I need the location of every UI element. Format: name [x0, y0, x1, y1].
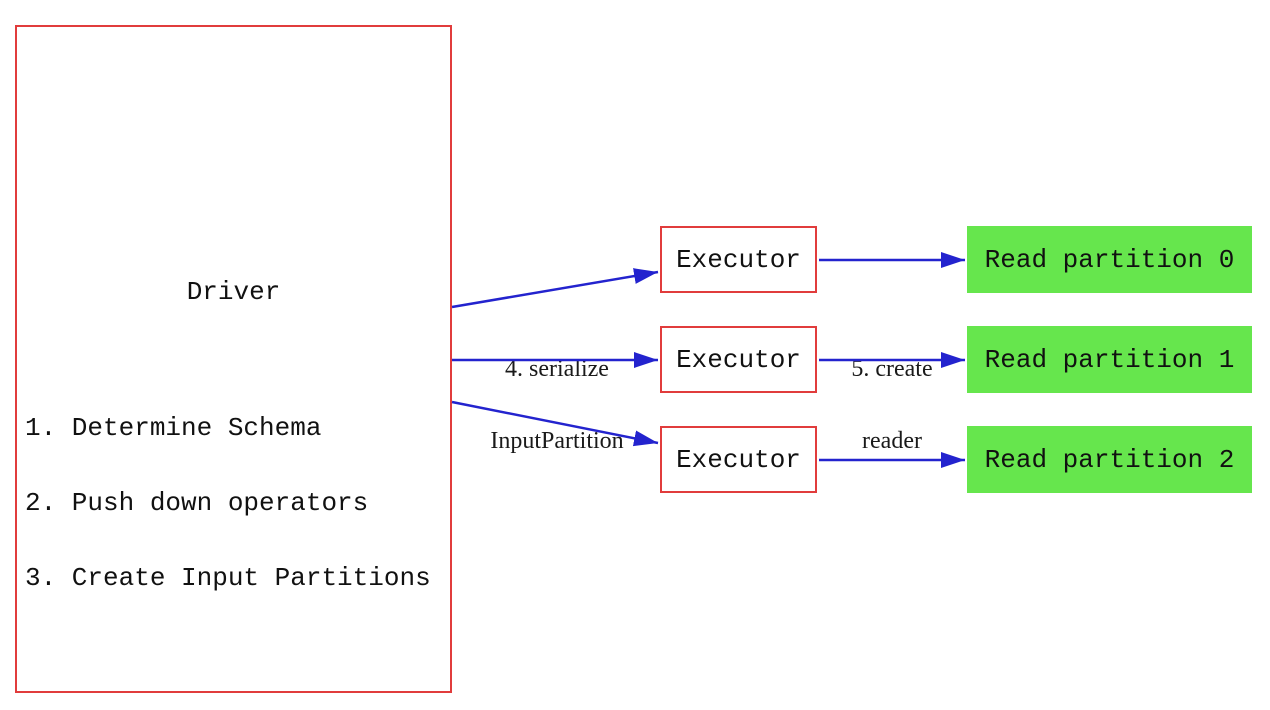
read-partition-label-1: Read partition 1 — [984, 344, 1235, 375]
executor-box-0: Executor — [660, 226, 817, 293]
driver-title: Driver — [186, 277, 281, 307]
driver-box: Driver 1. Determine Schema 2. Push down … — [15, 25, 452, 693]
edge-label-serialize-line2: InputPartition — [490, 428, 624, 454]
read-partition-label-0: Read partition 0 — [984, 244, 1235, 275]
edge-label-create-reader-line1: 5. create — [851, 356, 933, 382]
driver-step-3: 3. Create Input Partitions — [25, 563, 431, 593]
edge-label-create-reader: 5. create reader — [812, 309, 972, 501]
executor-label-0: Executor — [676, 244, 801, 275]
read-partition-box-0: Read partition 0 — [967, 226, 1252, 293]
executor-box-2: Executor — [660, 426, 817, 493]
read-partition-box-1: Read partition 1 — [967, 326, 1252, 393]
executor-label-1: Executor — [676, 344, 801, 375]
edge-label-create-reader-line2: reader — [862, 428, 922, 454]
read-partition-box-2: Read partition 2 — [967, 426, 1252, 493]
edge-label-serialize-line1: 4. serialize — [505, 356, 609, 382]
read-partition-label-2: Read partition 2 — [984, 444, 1235, 475]
arrow-driver-to-executor-0 — [451, 268, 659, 309]
driver-step-2: 2. Push down operators — [25, 488, 369, 518]
edge-label-serialize-inputpartition: 4. serialize InputPartition — [447, 309, 667, 501]
executor-box-1: Executor — [660, 326, 817, 393]
executor-label-2: Executor — [676, 444, 801, 475]
driver-steps-list: 1. Determine Schema 2. Push down operato… — [25, 366, 431, 641]
driver-step-1: 1. Determine Schema — [25, 413, 322, 443]
